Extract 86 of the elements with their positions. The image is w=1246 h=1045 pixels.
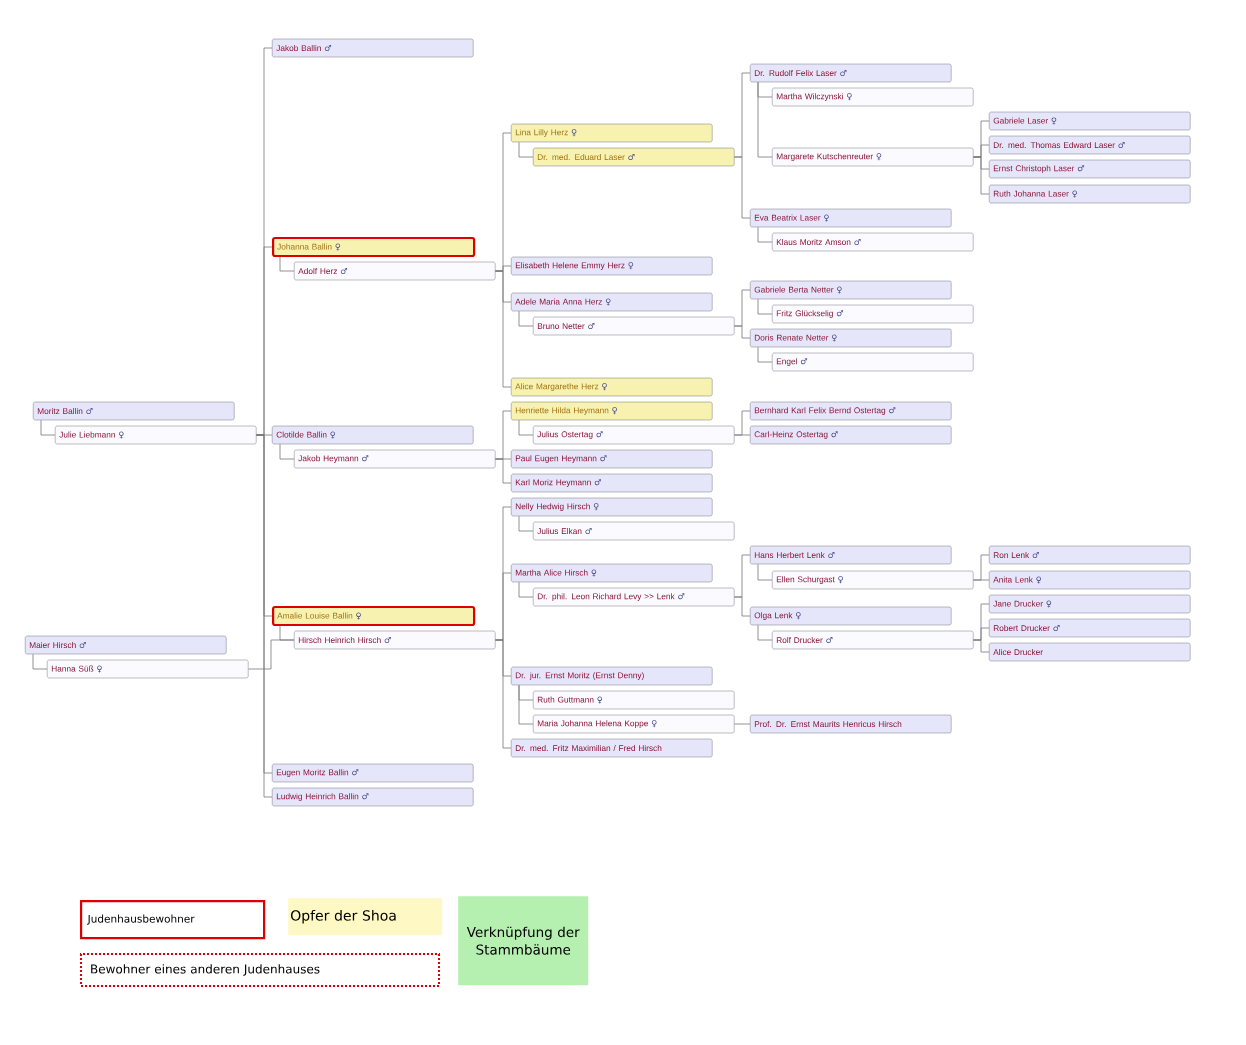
connector-line xyxy=(757,563,773,581)
person-box: Alice Margarethe Herz ♀ xyxy=(511,377,713,397)
connector-line xyxy=(518,684,534,725)
person-box: Hanna Süß ♀ xyxy=(47,659,249,679)
connector-line xyxy=(757,81,773,158)
person-box: Gabriele Laser ♀ xyxy=(989,111,1191,131)
person-box: Anita Lenk ♀ xyxy=(989,570,1191,590)
person-box: Dr. med. Thomas Edward Laser ♂ xyxy=(989,135,1191,155)
legend-box: Judenhausbewohner xyxy=(80,900,266,940)
person-box: Hirsch Heinrich Hirsch ♂ xyxy=(294,630,496,650)
person-box: Bruno Netter ♂ xyxy=(533,316,735,336)
connector-line xyxy=(973,156,990,195)
person-box: Dr. jur. Ernst Moritz (Ernst Denny) xyxy=(511,666,713,686)
person-box: Dr. Rudolf Felix Laser ♂ xyxy=(750,63,952,83)
person-box: Maier Hirsch ♂ xyxy=(25,635,227,655)
person-box: Klaus Moritz Amson ♂ xyxy=(772,232,974,252)
person-box: Maria Johanna Helena Koppe ♀ xyxy=(533,714,735,734)
connector-line xyxy=(734,723,751,725)
person-box: Olga Lenk ♀ xyxy=(750,606,952,626)
connector-line xyxy=(279,443,295,460)
person-box: Ron Lenk ♂ xyxy=(989,545,1191,565)
connector-line xyxy=(734,156,751,219)
connector-line xyxy=(495,639,512,749)
connector-line xyxy=(495,458,512,484)
connector-line xyxy=(279,256,295,272)
connector-line xyxy=(757,298,773,315)
person-box: Paul Eugen Heymann ♂ xyxy=(511,449,713,469)
person-box: Eugen Moritz Ballin ♂ xyxy=(272,763,474,783)
connector-line xyxy=(973,579,990,581)
person-box: Julius Ostertag ♂ xyxy=(533,425,735,445)
person-box: Dr. med. Fritz Maximilian / Fred Hirsch xyxy=(511,738,713,758)
person-box: Margarete Kutschenreuter ♀ xyxy=(772,147,974,167)
person-box: Rolf Drucker ♂ xyxy=(772,630,974,650)
person-box: Ruth Johanna Laser ♀ xyxy=(989,184,1191,204)
person-box: Hans Herbert Lenk ♂ xyxy=(750,545,952,565)
person-box: Elisabeth Helene Emmy Herz ♀ xyxy=(511,256,713,276)
person-box: Doris Renate Netter ♀ xyxy=(750,328,952,348)
person-box: Ruth Guttmann ♀ xyxy=(533,690,735,710)
person-box: Dr. phil. Leon Richard Levy >> Lenk ♂ xyxy=(533,587,735,607)
person-box: Bernhard Karl Felix Bernd Ostertag ♂ xyxy=(750,401,952,421)
person-box: Jakob Ballin ♂ xyxy=(272,38,474,58)
connector-line xyxy=(757,346,773,363)
person-box: Adele Maria Anna Herz ♀ xyxy=(511,292,713,312)
person-box: Julie Liebmann ♀ xyxy=(55,425,257,445)
person-box: Dr. med. Eduard Laser ♂ xyxy=(533,147,735,167)
connector-line xyxy=(518,419,534,436)
person-box: Martha Alice Hirsch ♀ xyxy=(511,563,713,583)
person-box: Engel ♂ xyxy=(772,352,974,372)
connector-line xyxy=(518,515,534,532)
person-box: Ludwig Heinrich Ballin ♂ xyxy=(272,787,474,807)
person-box: Karl Moriz Heymann ♂ xyxy=(511,473,713,493)
connector-line xyxy=(518,581,534,598)
connector-line xyxy=(32,653,48,670)
person-box: Henriette Hilda Heymann ♀ xyxy=(511,401,713,421)
person-box: Adolf Herz ♂ xyxy=(294,261,496,281)
person-box: Amalie Louise Ballin ♀ xyxy=(272,605,476,627)
person-box: Alice Drucker xyxy=(989,642,1191,662)
person-box: Julius Elkan ♂ xyxy=(533,521,735,541)
connector-line xyxy=(734,325,751,339)
person-box: Ellen Schurgast ♀ xyxy=(772,570,974,590)
connector-line xyxy=(518,310,534,327)
connector-line xyxy=(518,141,534,158)
legend-box: Bewohner eines anderen Judenhauses xyxy=(80,953,440,987)
connector-line xyxy=(734,596,751,617)
person-box: Johanna Ballin ♀ xyxy=(272,236,476,258)
person-box: Ernst Christoph Laser ♂ xyxy=(989,159,1191,179)
person-box: Lina Lilly Herz ♀ xyxy=(511,123,713,143)
person-box: Martha Wilczynski ♀ xyxy=(772,87,974,107)
person-box: Prof. Dr. Ernst Maurits Henricus Hirsch xyxy=(750,714,952,734)
connector-line xyxy=(40,419,56,436)
person-box: Jakob Heymann ♂ xyxy=(294,449,496,469)
person-box: Nelly Hedwig Hirsch ♀ xyxy=(511,497,713,517)
person-box: Fritz Glückselig ♂ xyxy=(772,304,974,324)
person-box: Robert Drucker ♂ xyxy=(989,618,1191,638)
person-box: Gabriele Berta Netter ♀ xyxy=(750,280,952,300)
connector-line xyxy=(757,226,773,243)
person-box: Eva Beatrix Laser ♀ xyxy=(750,208,952,228)
connector-line xyxy=(495,270,512,388)
person-box: Moritz Ballin ♂ xyxy=(33,401,235,421)
connector-line xyxy=(734,434,751,436)
connector-line xyxy=(248,639,295,670)
person-box: Clotilde Ballin ♀ xyxy=(272,425,474,445)
connector-line xyxy=(973,639,990,653)
connector-line xyxy=(757,624,773,641)
person-box: Jane Drucker ♀ xyxy=(989,594,1191,614)
person-box: Carl-Heinz Ostertag ♂ xyxy=(750,425,952,445)
